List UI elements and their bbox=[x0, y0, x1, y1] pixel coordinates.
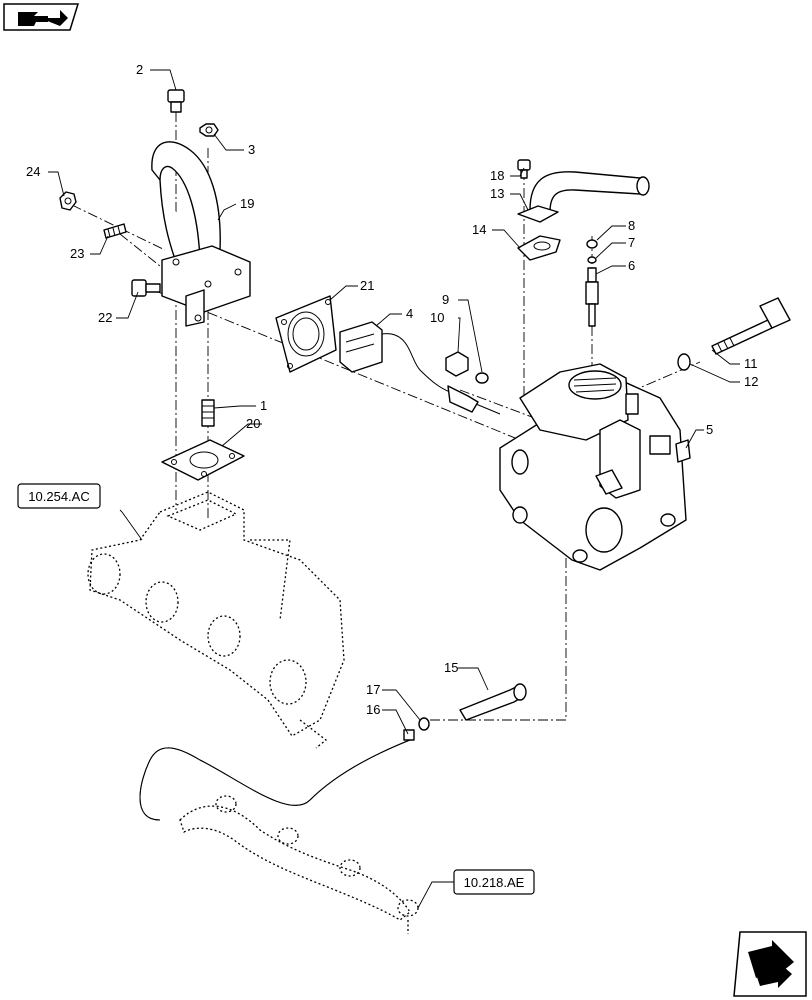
callout-6: 6 bbox=[628, 258, 635, 273]
reference-box-intake-manifold[interactable]: 10.218.AE bbox=[453, 869, 535, 895]
part-6-heater-plug bbox=[585, 267, 599, 327]
part-14-gasket bbox=[517, 235, 561, 261]
callout-8: 8 bbox=[628, 218, 635, 233]
callout-15: 15 bbox=[444, 660, 458, 675]
part-5-egr-valve bbox=[499, 363, 691, 571]
callout-19: 19 bbox=[240, 196, 254, 211]
part-21-gasket bbox=[275, 295, 337, 373]
callout-3: 3 bbox=[248, 142, 255, 157]
part-23-stud bbox=[103, 223, 127, 239]
part-10-plug bbox=[445, 351, 469, 377]
callout-11: 11 bbox=[744, 356, 758, 371]
callout-1: 1 bbox=[260, 398, 267, 413]
part-4-sensor-connector bbox=[339, 321, 501, 415]
callout-24: 24 bbox=[26, 164, 40, 179]
part-2-bolt bbox=[167, 89, 185, 113]
callout-21: 21 bbox=[360, 278, 374, 293]
part-8-nut bbox=[586, 239, 598, 249]
callout-23: 23 bbox=[70, 246, 84, 261]
callout-labels: 2 3 24 23 19 22 21 4 9 10 5 8 7 6 11 12 … bbox=[26, 62, 758, 717]
callout-7: 7 bbox=[628, 235, 635, 250]
part-22-bolt bbox=[131, 279, 161, 297]
callout-10: 10 bbox=[430, 310, 444, 325]
navigate-back-icon[interactable] bbox=[3, 3, 80, 31]
callout-4: 4 bbox=[406, 306, 413, 321]
part-9-o-ring bbox=[475, 372, 489, 384]
callout-22: 22 bbox=[98, 310, 112, 325]
part-20-gasket bbox=[161, 439, 245, 481]
part-11-bolt bbox=[711, 297, 791, 355]
callout-16: 16 bbox=[366, 702, 380, 717]
callout-17: 17 bbox=[366, 682, 380, 697]
callout-12: 12 bbox=[744, 374, 758, 389]
part-17-clamp bbox=[418, 717, 430, 731]
intake-manifold-reference bbox=[179, 795, 419, 934]
callout-5: 5 bbox=[706, 422, 713, 437]
reference-label-intake: 10.218.AE bbox=[464, 875, 525, 890]
reference-label-exhaust: 10.254.AC bbox=[28, 489, 89, 504]
callout-14: 14 bbox=[472, 222, 486, 237]
callout-20: 20 bbox=[246, 416, 260, 431]
part-12-washer bbox=[677, 353, 691, 371]
exhaust-manifold-reference bbox=[87, 491, 345, 749]
reference-box-exhaust-manifold[interactable]: 10.254.AC bbox=[17, 483, 101, 509]
part-16-hose bbox=[139, 729, 415, 821]
callout-9: 9 bbox=[442, 292, 449, 307]
part-1-stud bbox=[201, 399, 215, 427]
callout-13: 13 bbox=[490, 186, 504, 201]
callout-2: 2 bbox=[136, 62, 143, 77]
part-13-pipe-flange bbox=[517, 171, 650, 223]
leader-lines bbox=[48, 69, 740, 909]
part-7-washer bbox=[587, 256, 597, 264]
part-3-nut bbox=[199, 123, 219, 137]
callout-18: 18 bbox=[490, 168, 504, 183]
navigate-next-icon[interactable] bbox=[733, 931, 807, 997]
part-24-nut bbox=[59, 191, 77, 211]
part-15-pipe bbox=[459, 683, 527, 721]
part-19-exhaust-elbow bbox=[151, 141, 251, 327]
